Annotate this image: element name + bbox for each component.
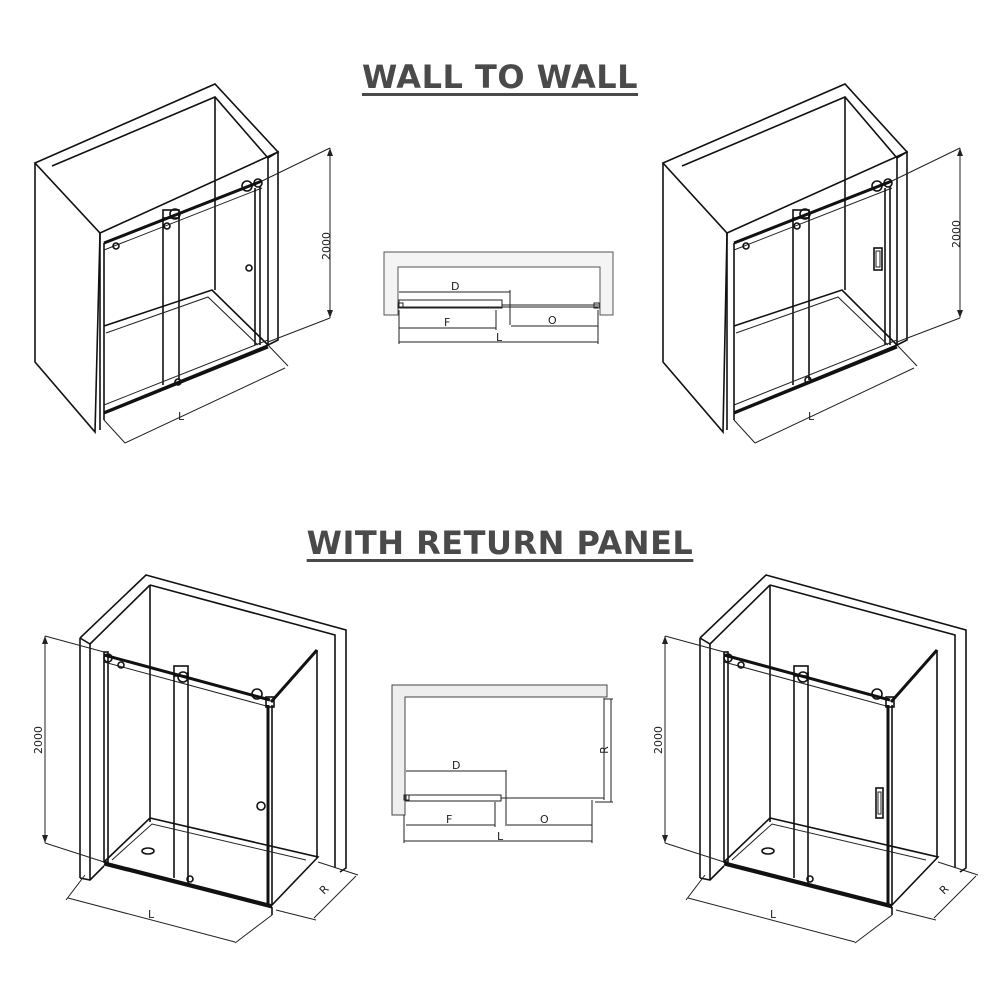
wall-to-wall-plan-view: D F O L [383,251,614,344]
height-label: 2000 [950,220,963,248]
plan-label-f: F [444,316,450,329]
wall-to-wall-left-view: 2000 L [33,83,333,444]
height-label: 2000 [652,726,665,754]
height-label: 2000 [320,232,333,260]
width-label: L [770,908,777,921]
return-panel-left-view: 2000 L R [32,574,359,944]
depth-label: R [937,882,952,897]
width-label: L [178,410,185,423]
plan-label-o: O [540,813,549,826]
return-panel-plan-view: D F O L R [391,684,613,843]
plan-label-l: L [497,830,504,843]
plan-label-d: D [452,759,460,772]
height-label: 2000 [32,726,45,754]
section-title-return-panel: WITH RETURN PANEL [306,524,694,562]
wall-to-wall-right-view: 2000 L [661,83,963,444]
depth-label: R [317,882,332,897]
plan-label-o: O [548,314,557,327]
plan-label-d: D [451,280,459,293]
plan-label-r: R [598,746,611,754]
width-label: L [808,410,815,423]
width-label: L [148,908,155,921]
section-title-wall-to-wall: WALL TO WALL [361,58,639,96]
return-panel-right-view: 2000 L R [652,574,979,944]
plan-label-f: F [446,813,452,826]
plan-label-l: L [496,331,503,344]
